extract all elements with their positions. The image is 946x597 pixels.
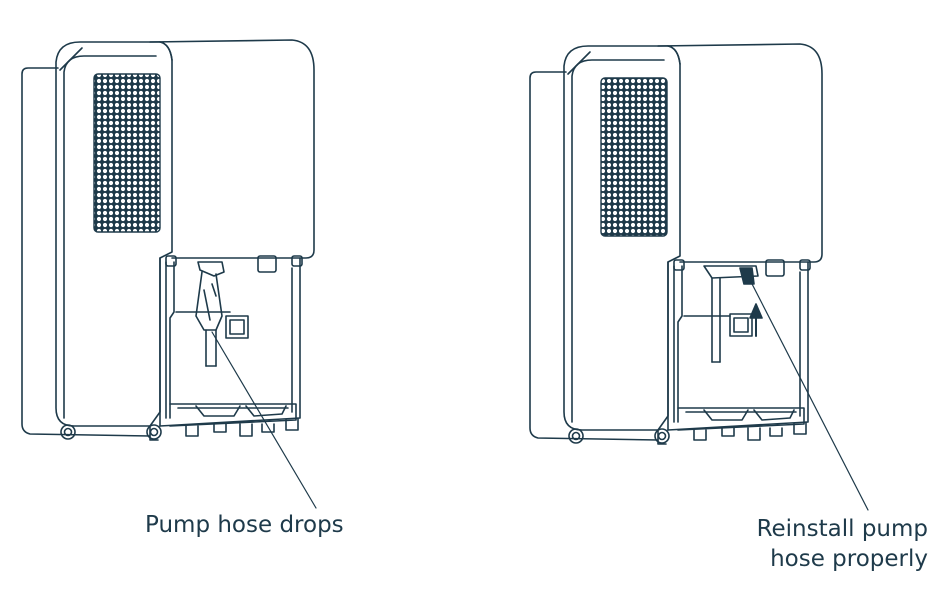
caption-line: Reinstall pump <box>756 516 928 542</box>
up-arrow-icon <box>749 303 763 337</box>
caption-line: Pump hose drops <box>145 512 344 538</box>
dehumidifier-left <box>21 39 317 509</box>
caption-reinstall-pump-hose: Reinstall pump hose properly <box>757 514 928 574</box>
caption-line: hose properly <box>770 546 928 572</box>
pump-hose-reinstalled <box>703 265 759 363</box>
caption-pump-hose-drops: Pump hose drops <box>145 510 344 540</box>
pump-hose-dropped <box>195 261 225 367</box>
dehumidifier-right <box>529 43 869 511</box>
